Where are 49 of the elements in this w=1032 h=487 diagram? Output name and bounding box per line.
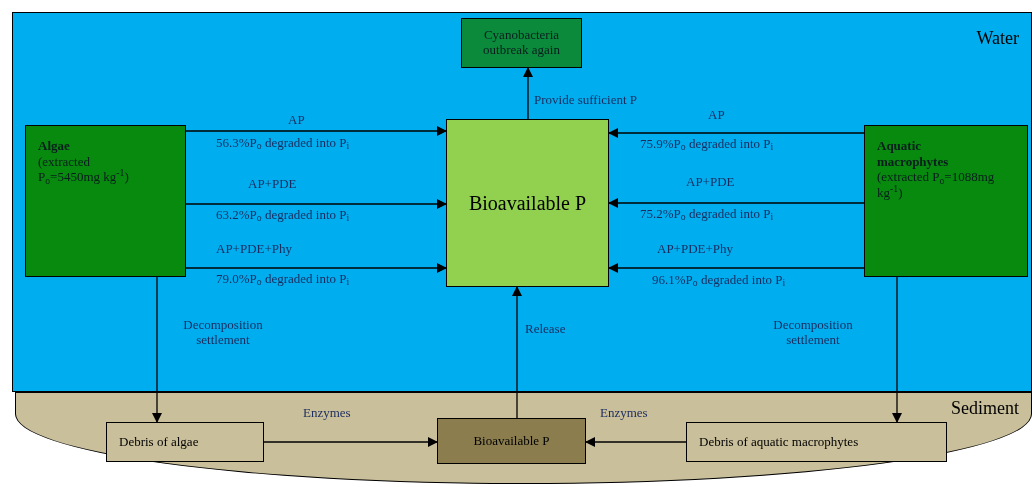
arrow: [185, 199, 447, 209]
arrow: [152, 276, 162, 423]
process-box: [686, 422, 947, 462]
edge-label: Enzymes: [303, 406, 351, 421]
arrow: [185, 126, 447, 136]
percentage-label: 79.0%P$_{o}$ degraded into P$_{i}$: [216, 272, 350, 287]
process-box: [446, 119, 609, 287]
arrow: [263, 437, 438, 447]
box-text: Bioavailable P: [473, 432, 550, 451]
edge-label: AP+PDE: [686, 175, 735, 190]
source-box: [25, 125, 186, 277]
edge-label: Release: [525, 322, 566, 337]
process-box: [106, 422, 264, 462]
process-box: [437, 418, 586, 464]
arrow: [608, 263, 865, 273]
edge-label: AP+PDE+Phy: [657, 242, 734, 257]
source-box: [864, 125, 1028, 277]
arrow: [608, 198, 865, 208]
box-text: (extracted P$_{o}$=5450mg kg$^{-1}$): [38, 153, 130, 185]
percentage-label: 63.2%P$_{o}$ degraded into P$_{i}$: [216, 208, 350, 223]
arrow: [585, 437, 687, 447]
arrow: [512, 286, 522, 419]
arrow: [523, 67, 533, 120]
edge-label: Decomposition settlement: [182, 318, 264, 348]
box-heading: Algae: [38, 138, 71, 154]
box-text: (extracted P$_{o}$=1088mg kg$^{-1}$): [877, 169, 995, 201]
box-text: Debris of algae: [119, 433, 199, 452]
region-label: Sediment: [951, 397, 1019, 420]
percentage-label: 96.1%P$_{o}$ degraded into P$_{i}$: [652, 273, 786, 288]
edge-label: Enzymes: [600, 406, 648, 421]
arrow: [608, 128, 865, 138]
percentage-label: 56.3%P$_{o}$ degraded into P$_{i}$: [216, 136, 350, 151]
edge-label: Decomposition settlement: [772, 318, 854, 348]
edge-label: AP+PDE+Phy: [216, 242, 293, 257]
process-box: [461, 18, 582, 68]
region-label: Water: [976, 27, 1019, 50]
box-text: Cyanobacteria outbreak again: [482, 28, 561, 58]
box-heading: Aquatic macrophytes: [877, 138, 950, 170]
arrow: [892, 276, 902, 423]
water-region: [12, 12, 1032, 392]
percentage-label: 75.9%P$_{o}$ degraded into P$_{i}$: [640, 137, 774, 152]
percentage-label: 75.2%P$_{o}$ degraded into P$_{i}$: [640, 207, 774, 222]
edge-label: AP: [708, 108, 725, 123]
edge-label: Provide sufficient P: [534, 93, 638, 108]
arrow: [185, 263, 447, 273]
edge-label: AP: [288, 113, 305, 128]
box-text: Bioavailable P: [468, 191, 587, 216]
box-text: Debris of aquatic macrophytes: [699, 433, 859, 452]
edge-label: AP+PDE: [248, 177, 297, 192]
